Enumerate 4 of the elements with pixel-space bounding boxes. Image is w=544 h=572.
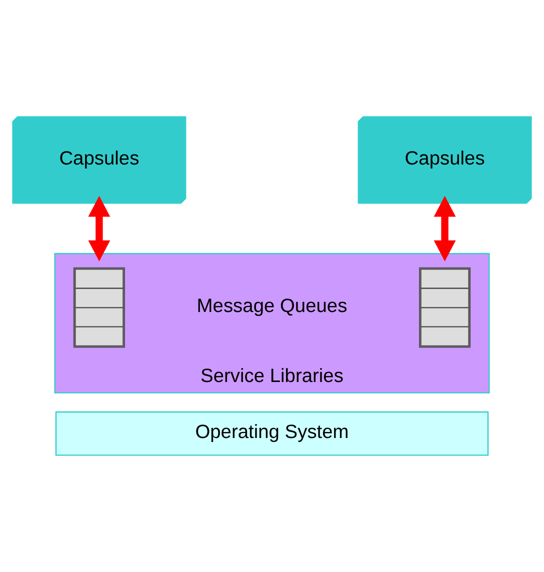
label: Message Queues xyxy=(196,296,348,318)
node-box: Operating System xyxy=(55,411,489,456)
arrow xyxy=(88,196,110,262)
arrow xyxy=(434,196,456,262)
